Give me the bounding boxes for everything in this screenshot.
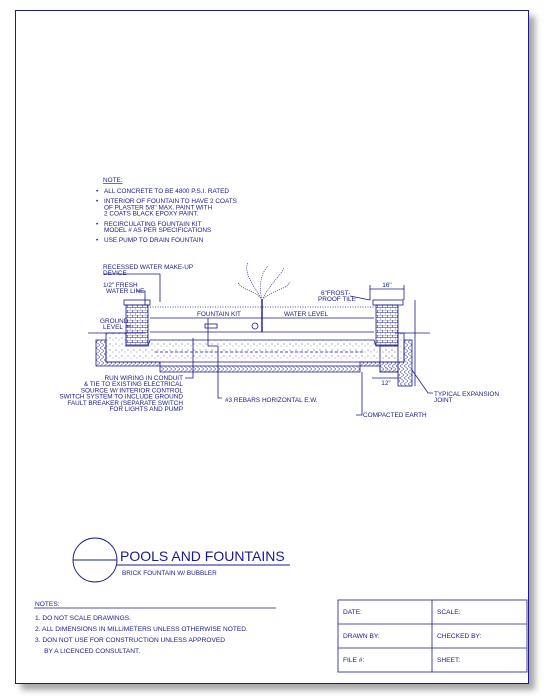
fountain-kit <box>204 323 218 329</box>
ground-level-label: GROUND <box>100 318 129 325</box>
note-line: RECIRCULATING FOUNTAIN KIT <box>104 221 201 228</box>
fresh-water-label: WATER LINE <box>106 288 144 295</box>
right-cap <box>372 299 404 306</box>
ground-level-label: LEVEL <box>103 324 123 331</box>
makeup-label: DEVICE <box>103 270 127 277</box>
drawing-title: POOLS AND FOUNTAINS <box>120 548 285 564</box>
info-table-border <box>337 599 528 673</box>
note-line: OF PLASTER 5/8" MAX. PAINT WITH <box>104 204 213 211</box>
note-line: MODEL # AS PER SPECIFICATIONS <box>104 227 211 234</box>
wiring-label: SOURCE W/ INTERIOR CONTROL <box>81 387 184 394</box>
note-line: USE PUMP TO DRAIN FOUNTAIN <box>104 237 204 244</box>
rebar-leader <box>207 318 222 399</box>
bottom-notes-heading: NOTES: <box>35 601 60 608</box>
note-line: INTERIOR OF FOUNTAIN TO HAVE 2 COATS <box>104 198 237 205</box>
note-bullet: • <box>96 237 98 244</box>
notes-heading: NOTE: <box>103 177 123 184</box>
info-table <box>337 599 528 673</box>
date-label: DATE: <box>343 609 362 616</box>
wiring-label: RUN WIRING IN CONDUIT <box>105 375 184 382</box>
note-line: 2 COATS BLACK EPOXY PAINT. <box>104 211 199 218</box>
bubbler-plume <box>237 261 291 301</box>
wiring-label: FOR LIGHTS AND PUMP <box>109 406 183 413</box>
expansion-joint-label: JOINT <box>434 397 453 404</box>
title-block: POOLS AND FOUNTAINS BRICK FOUNTAIN W/ BU… <box>72 537 290 583</box>
checked-by-label: CHECKED BY: <box>437 633 482 640</box>
compacted-earth-label: COMPACTED EARTH <box>363 412 427 419</box>
left-brick-wall <box>125 304 149 346</box>
fresh-leader <box>136 290 146 305</box>
note-line: ALL CONCRETE TO BE 4800 P.S.I. RATED <box>104 188 229 195</box>
fountain-section <box>88 261 433 416</box>
water-level-label: WATER LEVEL <box>284 311 328 318</box>
bottom-note-1: 1. DO NOT SCALE DRAWINGS. <box>35 615 131 622</box>
expansion-leader <box>411 369 433 394</box>
note-bullet: • <box>96 188 98 195</box>
expansion-joint-label: TYPICAL EXPANSION <box>434 391 499 398</box>
fresh-water-label: 1/2" FRESH <box>103 282 138 289</box>
frost-tile-label: PROOF TILE <box>318 296 356 303</box>
bottom-note-4: BY A LICENCED CONSULTANT. <box>35 648 140 655</box>
wiring-label: FAULT BREAKER (SEPARATE SWITCH <box>67 400 183 407</box>
fountain-kit-label: FOUNTAIN KIT <box>197 311 241 318</box>
frost-leader <box>349 295 371 301</box>
right-brick-wall <box>375 304 399 346</box>
wiring-label: SWITCH SYSTEM TO INCLUDE GROUND <box>59 394 183 401</box>
rebars-label: #3 REBARS HORIZONTAL E.W. <box>225 397 318 404</box>
dim-12-label: 12" <box>381 380 390 387</box>
bottom-notes: NOTES: 1. DO NOT SCALE DRAWINGS. 2. ALL … <box>34 601 276 655</box>
sheet-label: SHEET: <box>437 657 460 664</box>
note-bullet: • <box>96 198 98 205</box>
pump <box>251 322 259 330</box>
frost-tile-label: 6"FROST- <box>321 290 350 297</box>
makeup-leader <box>104 273 161 302</box>
drawing-subtitle: BRICK FOUNTAIN W/ BUBBLER <box>122 570 217 577</box>
drawn-by-label: DRAWN BY: <box>343 633 380 640</box>
makeup-label: RECESSED WATER MAKE-UP <box>103 264 193 271</box>
compacted-leader <box>356 372 363 416</box>
right-footing <box>379 345 399 373</box>
wiring-label: & TIE TO EXISTING ELECTRICAL <box>84 381 184 388</box>
bottom-note-3: 3. DON NOT USE FOR CONSTRUCTION UNLESS A… <box>35 637 225 644</box>
top-notes: NOTE: • ALL CONCRETE TO BE 4800 P.S.I. RA… <box>96 177 237 244</box>
scale-label: SCALE: <box>437 609 461 616</box>
file-label: FILE #: <box>343 657 364 664</box>
wiring-leader <box>185 338 194 379</box>
dim-16-label: 16" <box>382 282 391 289</box>
bottom-note-2: 2. ALL DIMENSIONS IN MILLIMETERS UNLESS … <box>35 626 248 633</box>
left-cap <box>123 299 151 306</box>
note-bullet: • <box>96 221 98 228</box>
concrete-slab <box>105 332 405 363</box>
